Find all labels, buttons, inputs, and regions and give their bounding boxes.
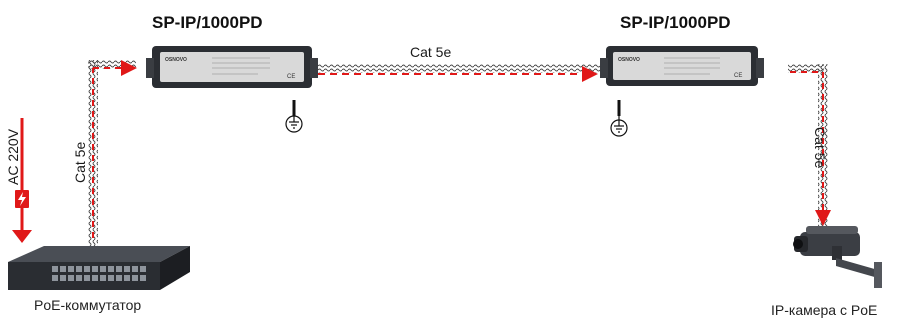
switch-port xyxy=(68,266,74,272)
device-left: OSNOVO CE xyxy=(146,46,318,88)
switch-port xyxy=(92,266,98,272)
switch-port xyxy=(132,266,138,272)
cable-middle xyxy=(318,64,602,82)
switch-port xyxy=(116,275,122,281)
switch-port xyxy=(52,275,58,281)
cable-right-vertical xyxy=(788,64,831,226)
ground-icon xyxy=(285,100,303,133)
switch-port xyxy=(116,266,122,272)
switch-port xyxy=(124,275,130,281)
cable-middle-label: Cat 5e xyxy=(410,44,452,60)
switch-port xyxy=(76,266,82,272)
power-input xyxy=(12,118,32,243)
svg-text:CE: CE xyxy=(734,73,742,79)
switch-port xyxy=(84,275,90,281)
switch-caption: PoE-коммутатор xyxy=(34,297,142,313)
power-bolt-icon xyxy=(15,190,29,208)
switch-port xyxy=(68,275,74,281)
switch-port xyxy=(92,275,98,281)
switch-port xyxy=(100,266,106,272)
switch-port xyxy=(84,266,90,272)
switch-port xyxy=(124,266,130,272)
switch-port xyxy=(100,275,106,281)
svg-text:CE: CE xyxy=(287,74,295,80)
camera-device xyxy=(793,226,882,288)
switch-port xyxy=(76,275,82,281)
device-right: OSNOVO CE xyxy=(600,46,764,86)
switch-port xyxy=(108,266,114,272)
switch-port xyxy=(108,275,114,281)
device-left-title: SP-IP/1000PD xyxy=(152,13,263,32)
device-right-brand: OSNOVO xyxy=(618,57,640,63)
ground-icon xyxy=(610,100,628,137)
device-right-title: SP-IP/1000PD xyxy=(620,13,731,32)
switch-port xyxy=(52,266,58,272)
cable-left-vertical xyxy=(88,60,137,246)
switch-port xyxy=(60,275,66,281)
device-left-brand: OSNOVO xyxy=(165,57,187,63)
switch-port xyxy=(132,275,138,281)
switch-device xyxy=(8,246,190,290)
switch-port xyxy=(60,266,66,272)
cable-right-label: Cat 5e xyxy=(812,127,828,169)
switch-port xyxy=(140,275,146,281)
camera-caption: IP-камера с PoE xyxy=(771,302,878,318)
cable-left-label: Cat 5e xyxy=(72,141,88,183)
switch-port xyxy=(140,266,146,272)
power-label: AC 220V xyxy=(5,128,21,185)
